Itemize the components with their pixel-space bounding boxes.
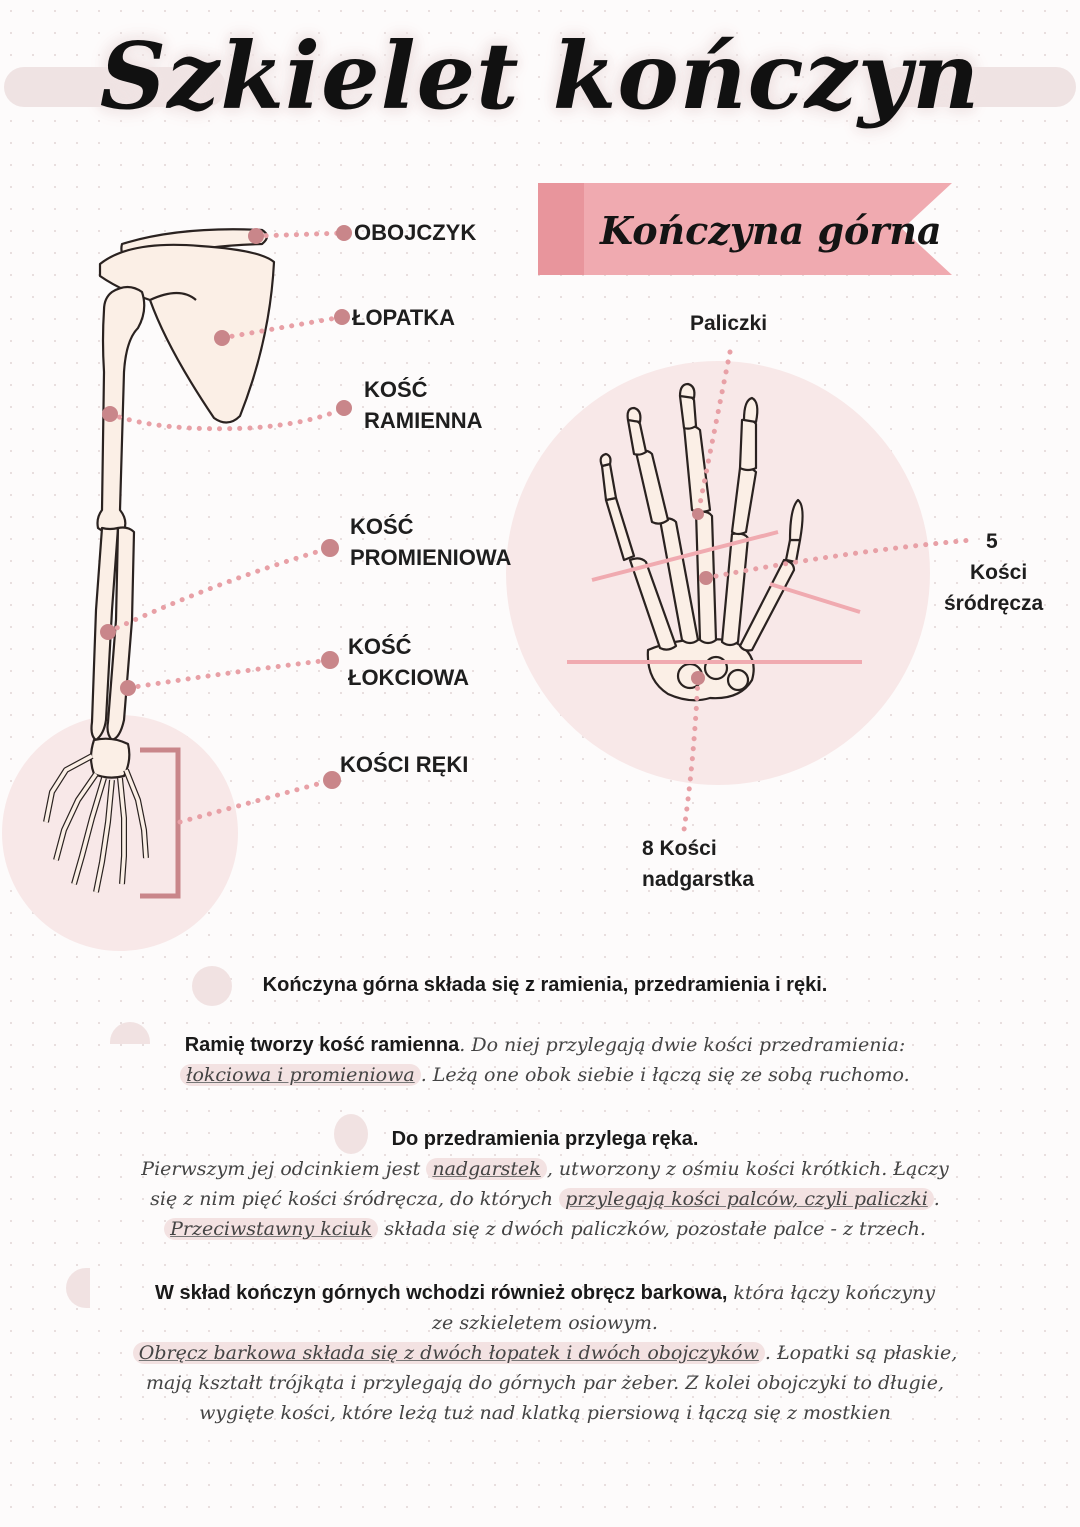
p2-bold: Ramię tworzy kość ramienna — [184, 1034, 460, 1056]
label-ramienna-1: KOŚĆ — [364, 377, 428, 402]
label-promieniowa-1: KOŚĆ — [350, 514, 414, 539]
label-nadgarstek-1: 8 Kości — [642, 837, 717, 860]
p4-highlight: Obręcz barkowa składa się z dwóch łopate… — [132, 1342, 765, 1364]
thumb-line — [769, 582, 861, 614]
p4-e: wygięte kości, które leżą tuż nad klatką… — [199, 1402, 891, 1424]
p3-bold: Do przedramienia przylega ręka. — [391, 1128, 699, 1150]
p3-highlight-2: przylegają kości palców, czyli paliczki — [559, 1188, 934, 1210]
label-nadgarstek-2: nadgarstka — [642, 868, 755, 891]
section-banner-title: Kończyna górna — [600, 208, 942, 253]
p1-text: Kończyna górna składa się z ramienia, pr… — [262, 974, 828, 996]
page-title: Szkielet kończyn — [99, 22, 981, 130]
paragraph-3: Do przedramienia przylega ręka. Pierwszy… — [90, 1124, 1000, 1244]
section-banner — [538, 183, 952, 275]
banner-shade — [538, 183, 584, 275]
p4-d: mają kształt trójkąta i przylegają do gó… — [145, 1372, 945, 1394]
label-srodrecze-2: Kości — [970, 561, 1028, 584]
p2-end: . Leżą one obok siebie i łączą się ze so… — [420, 1064, 910, 1086]
p3-highlight-1: nadgarstek — [426, 1158, 547, 1180]
hand-skeleton — [599, 382, 804, 702]
label-ramienna-2: RAMIENNA — [364, 408, 483, 433]
label-srodrecze-3: śródręcza — [944, 592, 1044, 615]
bullet-2 — [110, 1022, 150, 1044]
arm-skeleton — [43, 228, 276, 893]
p3-e: składa się z dwóch paliczków, pozostałe … — [378, 1218, 926, 1240]
p3-highlight-3: Przeciwstawny kciuk — [164, 1218, 379, 1240]
p3-a: Pierwszym jej odcinkiem jest — [141, 1158, 427, 1180]
p4-a: która łączy kończyny — [727, 1282, 935, 1304]
bullet-3 — [334, 1114, 368, 1154]
hand-bubble — [506, 361, 930, 785]
p3-c: się z nim pięć kości śródręcza, do który… — [150, 1188, 560, 1210]
bullet-1 — [192, 966, 232, 1006]
leader-dots — [100, 225, 713, 789]
paragraph-1: Kończyna górna składa się z ramienia, pr… — [90, 970, 1000, 1000]
p4-bold: W skład kończyn górnych wchodzi również … — [155, 1282, 728, 1304]
title-pill-right — [880, 67, 1076, 107]
leader-lines — [105, 230, 975, 833]
label-lokciowa-1: KOŚĆ — [348, 634, 412, 659]
p4-c: . Łopatki są płaskie, — [764, 1342, 958, 1364]
paragraph-4: W skład kończyn górnych wchodzi również … — [90, 1278, 1000, 1428]
paragraph-2: Ramię tworzy kość ramienna. Do niej przy… — [90, 1030, 1000, 1090]
label-lopatka: ŁOPATKA — [352, 305, 456, 330]
label-lokciowa-2: ŁOKCIOWA — [348, 665, 469, 690]
title-pill-left — [4, 67, 226, 107]
p2-highlight: łokciowa i promieniowa — [180, 1064, 421, 1086]
label-obojczyk: OBOJCZYK — [354, 220, 477, 245]
label-promieniowa-2: PROMIENIOWA — [350, 545, 512, 570]
label-srodrecze-1: 5 — [986, 530, 998, 553]
p2-rest: . Do niej przylegają dwie kości przedram… — [459, 1034, 906, 1056]
p4-b: ze szkieletem osiowym. — [432, 1312, 658, 1334]
p3-d: . — [933, 1188, 940, 1210]
p3-b: , utworzony z ośmiu kości krótkich. Łącz… — [546, 1158, 949, 1180]
metacarpal-line — [591, 530, 779, 582]
label-kosci-reki: KOŚCI RĘKI — [340, 752, 469, 777]
label-paliczki: Paliczki — [690, 312, 768, 335]
